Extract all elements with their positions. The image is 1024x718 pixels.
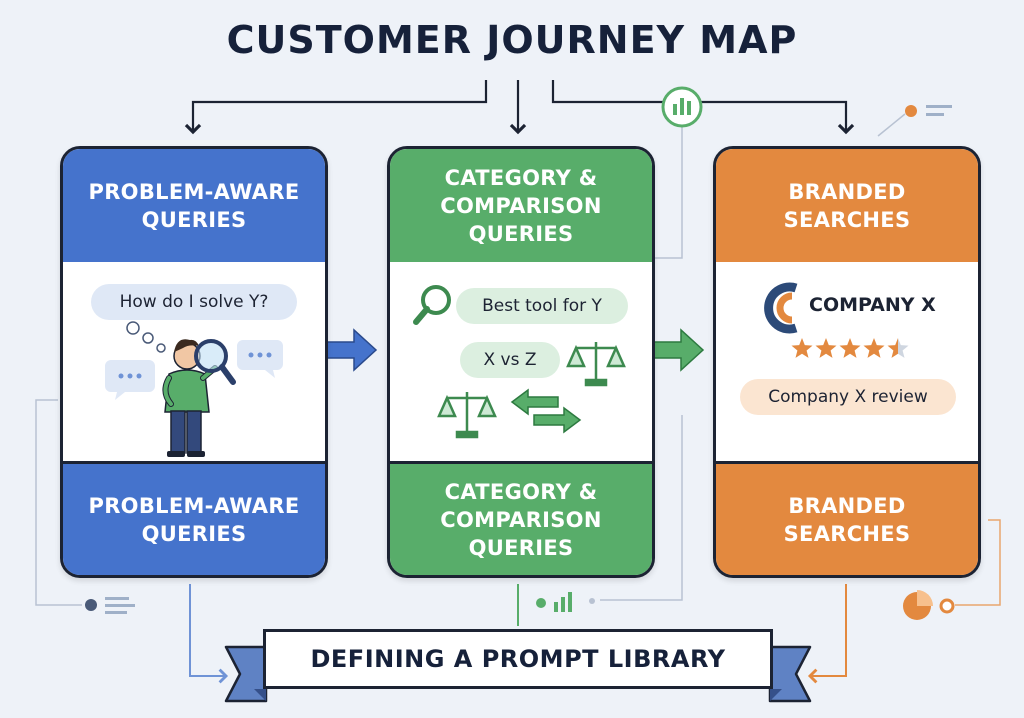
star-icon: [863, 338, 885, 358]
banner-ribbon: [224, 645, 812, 703]
swap-arrows-icon: [510, 388, 582, 434]
chat-bubble-icon: [105, 360, 155, 400]
bar-chart-icon: [536, 592, 595, 612]
flow-arrow-1: [324, 328, 378, 372]
magnifier-icon: [194, 339, 236, 385]
scale-icon: [437, 392, 497, 439]
star-rating: [791, 338, 909, 358]
comparison-illustration: [413, 285, 626, 439]
pie-chart-icon: [903, 590, 955, 620]
star-icon: [887, 338, 909, 358]
brand-illustration: [764, 282, 909, 358]
card-footer: BRANDED SEARCHES: [716, 461, 978, 575]
card-category-comparison: CATEGORY & COMPARISON QUERIES: [387, 146, 655, 578]
company-logo-icon: [764, 282, 798, 334]
company-name: COMPANY X: [809, 294, 936, 316]
query-bubble: How do I solve Y?: [91, 284, 297, 320]
arrow-branded-to-banner: [807, 584, 847, 684]
magnifier-icon: [413, 285, 451, 325]
query-bubble: Company X review: [740, 379, 956, 415]
person-illustration: [105, 321, 283, 457]
star-icon: [815, 338, 837, 358]
flow-arrow-2: [651, 328, 705, 372]
card-footer: CATEGORY & COMPARISON QUERIES: [390, 461, 652, 575]
star-icon: [839, 338, 861, 358]
page-title: CUSTOMER JOURNEY MAP: [226, 18, 798, 62]
query-bubble: Best tool for Y: [456, 288, 628, 324]
star-icon: [791, 338, 813, 358]
card-body: Best tool for Y X vs Z: [390, 262, 652, 461]
card-header: PROBLEM-AWARE QUERIES: [63, 149, 325, 265]
card-body: How do I solve Y?: [63, 262, 325, 461]
scale-icon: [566, 342, 626, 387]
chat-bubble-icon: [237, 340, 283, 378]
arrow-to-problem-card: [184, 80, 488, 135]
card-header: CATEGORY & COMPARISON QUERIES: [390, 149, 652, 265]
card-footer: PROBLEM-AWARE QUERIES: [63, 461, 325, 575]
card-branded: BRANDED SEARCHES Company X review BRANDE…: [713, 146, 981, 578]
bar-chart-icon: [661, 86, 703, 128]
query-bubble: X vs Z: [460, 342, 560, 378]
card-header: BRANDED SEARCHES: [716, 149, 978, 265]
card-body: Company X review: [716, 262, 978, 461]
arrow-problem-to-banner: [189, 584, 229, 684]
card-problem-aware: PROBLEM-AWARE QUERIES How do I solve Y?: [60, 146, 328, 578]
list-icon: [85, 597, 135, 614]
banner: DEFINING A PROMPT LIBRARY: [263, 629, 773, 689]
